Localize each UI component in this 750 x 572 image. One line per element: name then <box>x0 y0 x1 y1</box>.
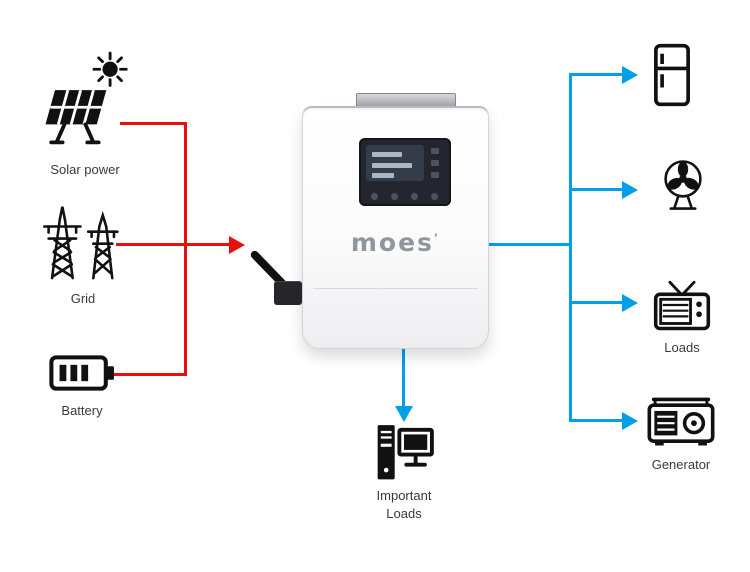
sun-and-solar-panel-icon <box>45 51 128 145</box>
input-arrow-icon <box>229 236 245 254</box>
bus-to-fan-line <box>569 188 623 191</box>
fridge-arrow-icon <box>622 66 638 84</box>
generator-output <box>645 392 717 450</box>
grid-to-inverter-line <box>116 243 230 246</box>
battery-to-bus-line <box>110 373 187 376</box>
generator-icon <box>647 397 715 446</box>
bus-to-generator-line <box>569 419 623 422</box>
lcd-segment <box>372 163 412 168</box>
transmission-towers-icon <box>43 206 119 280</box>
fan-icon <box>664 160 702 210</box>
important-loads-output <box>372 422 436 484</box>
fan-arrow-icon <box>622 181 638 199</box>
inverter-to-important-loads-line <box>402 347 405 407</box>
tv-icon <box>653 280 711 331</box>
loads-arrow-icon <box>622 294 638 312</box>
important-loads-label-line2: Loads <box>386 506 422 521</box>
battery-label: Battery <box>61 403 103 418</box>
fridge-output <box>648 42 696 108</box>
input-bus-line <box>184 122 187 376</box>
inverter-button[interactable] <box>411 193 418 200</box>
refrigerator-icon <box>654 43 690 107</box>
lcd-segment <box>372 152 402 157</box>
solar-power-source <box>36 50 131 155</box>
inverter-display-panel <box>359 138 451 206</box>
important-loads-label-line1: Important <box>376 488 432 503</box>
desktop-computer-icon <box>377 425 434 480</box>
battery-source <box>48 350 116 396</box>
fan-output <box>654 154 712 218</box>
output-bus-line <box>569 73 572 422</box>
loads-label: Loads <box>664 340 700 355</box>
bus-to-loads-line <box>569 301 623 304</box>
important-loads-arrow-icon <box>395 406 413 422</box>
inverter-button[interactable] <box>371 193 378 200</box>
wifi-module <box>274 281 302 305</box>
inverter-lcd-screen <box>366 145 424 181</box>
generator-arrow-icon <box>622 412 638 430</box>
brand-logo: moes’ <box>303 228 488 257</box>
display-indicator-icon <box>431 172 439 178</box>
lcd-segment <box>372 173 394 178</box>
grid-label: Grid <box>70 291 96 306</box>
display-indicator-icon <box>431 148 439 154</box>
loads-output <box>650 276 714 334</box>
inverter-button[interactable] <box>391 193 398 200</box>
display-indicator-icon <box>431 160 439 166</box>
generator-label: Generator <box>651 457 711 472</box>
inverter-device: moes’ <box>302 106 489 349</box>
battery-icon <box>49 355 114 391</box>
brand-logo-text: moes <box>350 228 434 257</box>
brand-logo-mark: ’ <box>433 231 441 245</box>
inverter-case-seam <box>313 288 478 289</box>
important-loads-label: Important Loads <box>362 487 446 523</box>
inverter-button[interactable] <box>431 193 438 200</box>
solar-power-label: Solar power <box>50 162 120 177</box>
inverter-to-bus-line <box>486 243 572 246</box>
bus-to-fridge-line <box>569 73 623 76</box>
grid-source <box>40 196 126 288</box>
solar-to-bus-line <box>120 122 186 125</box>
